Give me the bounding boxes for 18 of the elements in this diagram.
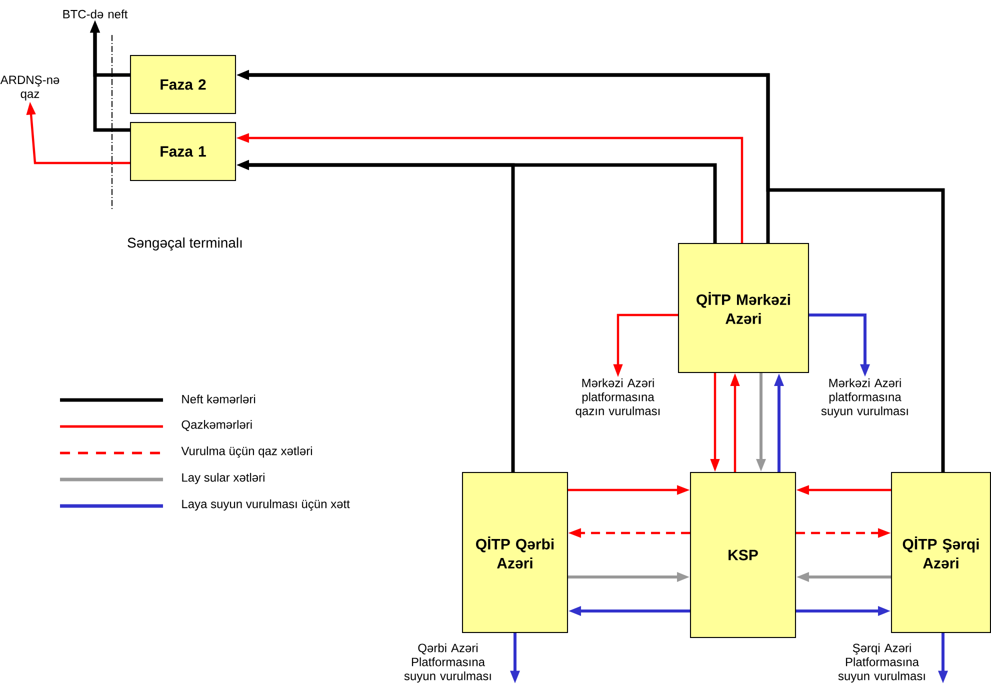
legend-text: Neft kəmərləri	[182, 394, 256, 404]
destination-label: ARDNŞ-nə qaz	[0, 76, 60, 100]
process-box: QİTP Şərqi Azəri	[891, 472, 991, 633]
destination-label: Mərkəzi Azəri platformasına qazın vurulması	[576, 378, 660, 418]
destination-label: Qərbi Azəri Platformasına suyun vurulması	[404, 643, 491, 683]
legend-text: Qazkəmərləri	[182, 420, 252, 431]
legend-text: Laya suyun vurulması üçün xətt	[182, 499, 350, 511]
process-box: Faza 2	[130, 55, 236, 114]
destination-label: Mərkəzi Azəri platformasına suyun vurulması	[821, 378, 908, 418]
process-box: QİTP Qərbi Azəri	[462, 472, 568, 633]
legend-text: Lay sular xətləri	[182, 472, 264, 484]
area-label: Səngəçal terminalı	[128, 237, 242, 251]
process-box: QİTP Mərkəzi Azəri	[678, 243, 809, 373]
process-box: Faza 1	[130, 122, 236, 181]
destination-label: Şərqi Azəri Platformasına suyun vurulması	[838, 643, 925, 683]
process-box: KSP	[690, 472, 796, 638]
legend-text: Vurulma üçün qaz xətləri	[181, 446, 312, 458]
destination-label: BTC-də neft	[63, 10, 128, 18]
